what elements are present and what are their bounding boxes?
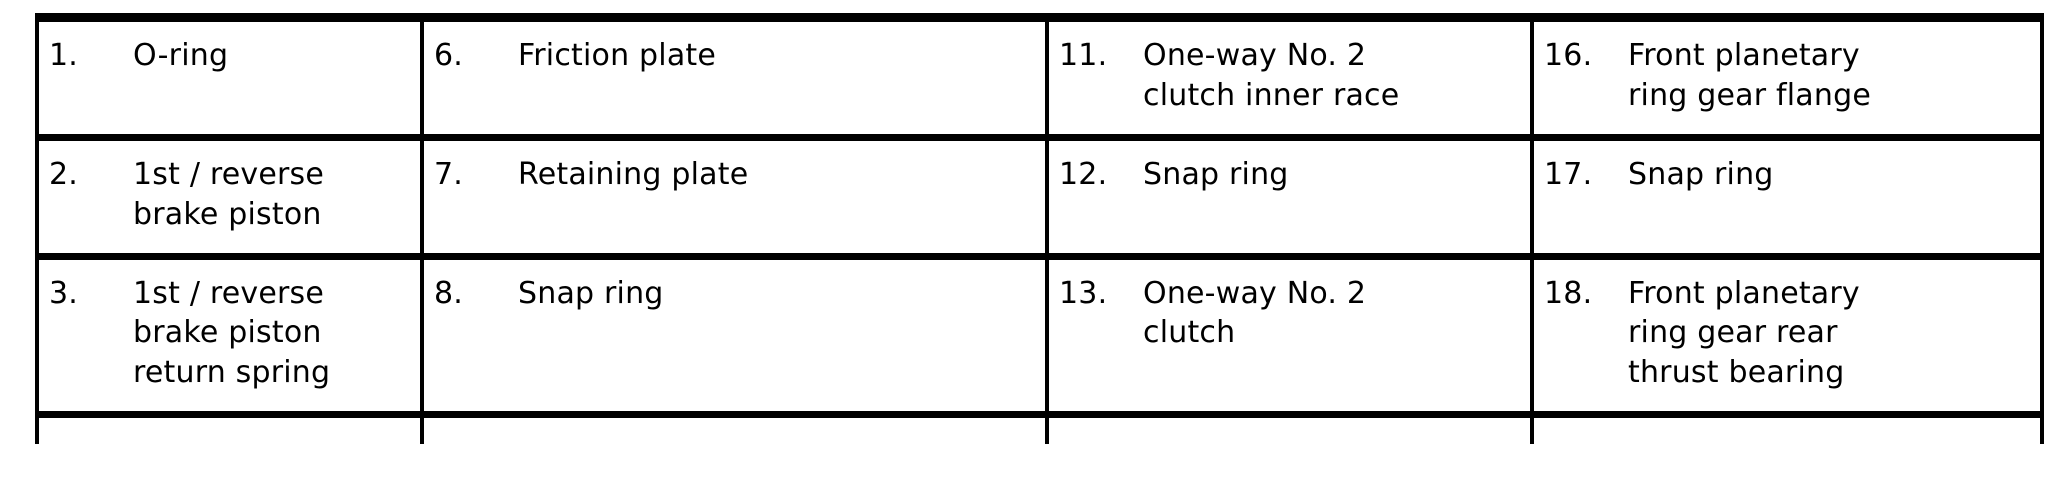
item-number: 16.	[1544, 38, 1593, 73]
item-number: 3.	[49, 275, 79, 311]
table-cell: 7. Retaining plate	[420, 137, 1049, 260]
item-number: 18.	[1544, 275, 1593, 311]
table-body: 1. O-ring 6. Friction plate 11. One-way …	[35, 13, 2044, 445]
item-label: Front planetary ring gear flange	[1628, 38, 1872, 113]
item-number: 7.	[434, 156, 464, 192]
item-number: 17.	[1544, 156, 1593, 192]
item-number: 13.	[1059, 275, 1108, 311]
item-number: 2.	[49, 156, 79, 192]
item-label: One-way No. 2 clutch	[1143, 275, 1367, 351]
item-number: 8.	[434, 275, 464, 311]
table-cell: 13. One-way No. 2 clutch	[1045, 256, 1534, 419]
item-label: Front planetary ring gear rear thrust be…	[1628, 275, 1860, 391]
table-cell: 6. Friction plate	[420, 13, 1049, 141]
item-label: Retaining plate	[518, 156, 749, 192]
table-row-partial	[35, 414, 2044, 445]
item-label: 1st / reverse brake piston return spring	[133, 275, 331, 391]
table-cell: 8. Snap ring	[420, 256, 1049, 419]
item-label: Snap ring	[518, 275, 664, 311]
table-cell	[1045, 414, 1534, 445]
table-row: 1. O-ring 6. Friction plate 11. One-way …	[35, 13, 2044, 141]
item-number: 1.	[49, 38, 79, 73]
table-cell: 11. One-way No. 2 clutch inner race	[1045, 13, 1534, 141]
item-label: Snap ring	[1143, 156, 1289, 192]
item-label: Snap ring	[1628, 156, 1774, 192]
item-number: 6.	[434, 38, 464, 73]
table-cell: 17. Snap ring	[1530, 137, 2044, 260]
item-label: Friction plate	[518, 38, 717, 73]
table-cell	[35, 414, 424, 445]
parts-legend-table: 1. O-ring 6. Friction plate 11. One-way …	[35, 13, 2044, 445]
table-cell	[1530, 414, 2044, 445]
table-cell	[420, 414, 1049, 445]
item-number: 12.	[1059, 156, 1108, 192]
table-row: 2. 1st / reverse brake piston 7. Retaini…	[35, 137, 2044, 260]
item-label: 1st / reverse brake piston	[133, 156, 325, 232]
table-cell: 12. Snap ring	[1045, 137, 1534, 260]
table-cell: 2. 1st / reverse brake piston	[35, 137, 424, 260]
table-cell: 18. Front planetary ring gear rear thrus…	[1530, 256, 2044, 419]
item-label: One-way No. 2 clutch inner race	[1143, 38, 1400, 113]
item-number: 11.	[1059, 38, 1108, 73]
table-cell: 1. O-ring	[35, 13, 424, 141]
table-cell: 16. Front planetary ring gear flange	[1530, 13, 2044, 141]
table-row: 3. 1st / reverse brake piston return spr…	[35, 256, 2044, 419]
item-label: O-ring	[133, 38, 229, 73]
table-cell: 3. 1st / reverse brake piston return spr…	[35, 256, 424, 419]
